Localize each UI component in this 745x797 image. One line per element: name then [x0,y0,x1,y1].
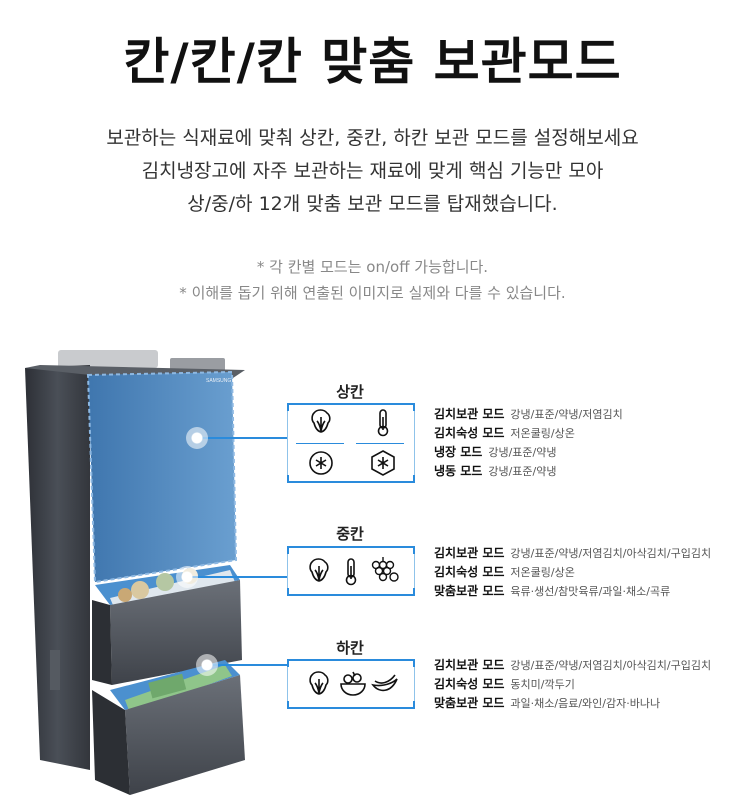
vegetable-bowl-icon [336,667,370,701]
cabbage-icon [304,405,338,439]
lower-drawer [125,675,245,795]
kimchi-refrigerator-illustration: SAMSUNG [25,350,245,795]
note-line-1: * 각 칸별 모드는 on/off 가능합니다. [256,258,489,276]
snowflake-circle-icon [304,446,338,480]
middle-section-title: 중칸 [336,525,364,543]
page-title: 칸/칸/칸 맞춤 보관모드 [123,33,622,91]
thermometer-icon [366,405,400,439]
note-line-2: * 이해를 돕기 위해 연출된 이미지로 실제와 다를 수 있습니다. [179,284,566,302]
thermometer-icon [334,554,368,588]
cabbage-icon [302,554,336,588]
upper-door [88,372,236,582]
middle-pointer-line [190,576,287,578]
brand-logo: SAMSUNG [206,378,231,384]
lower-pointer-dot [196,654,218,676]
upper-section-title: 상칸 [336,383,364,401]
upper-pointer-dot [186,427,208,449]
description-line-1: 보관하는 식재료에 맞춰 상칸, 중칸, 하칸 보관 모드를 설정해보세요 [106,127,639,149]
lower-section-title: 하칸 [336,639,364,657]
upper-pointer-line [200,437,287,439]
cabbage-icon [302,667,336,701]
description-line-2: 김치냉장고에 자주 보관하는 재료에 맞게 핵심 기능만 모아 [141,160,604,182]
middle-pointer-dot [176,566,198,588]
snowflake-hexagon-icon [366,446,400,480]
fridge-side-panel [25,365,90,770]
lower-pointer-line [210,664,287,666]
description-line-3: 상/중/하 12개 맞춤 보관 모드를 탑재했습니다. [187,193,558,215]
top-compressor-unit [58,350,158,368]
grapes-icon [366,554,400,588]
banana-icon [368,667,402,701]
